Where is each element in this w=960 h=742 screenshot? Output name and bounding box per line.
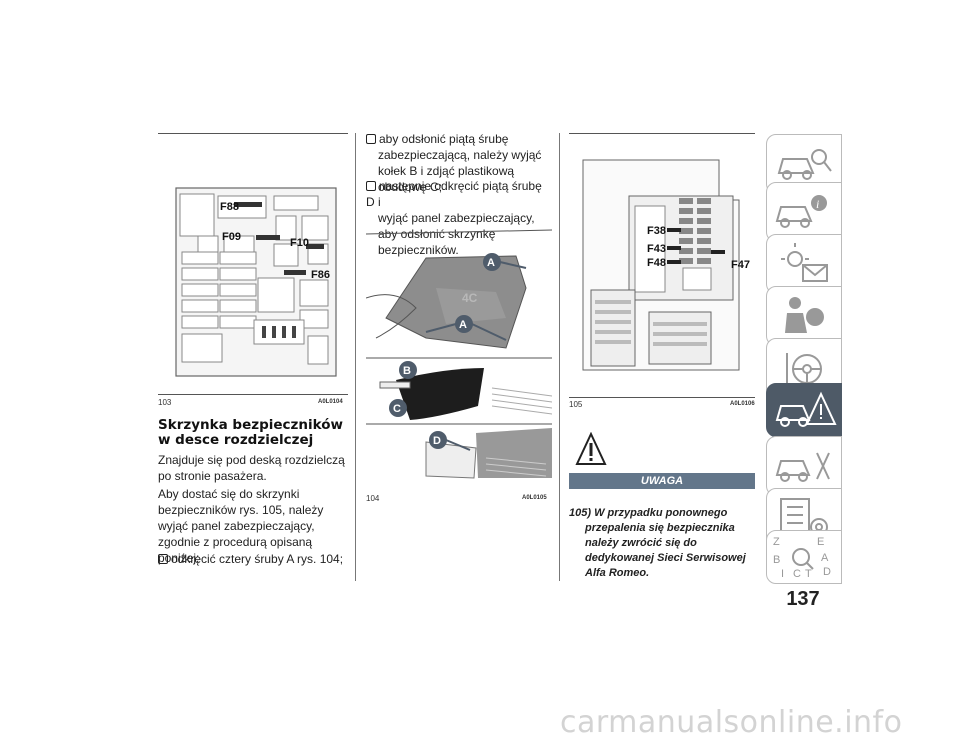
fig105-label-f38: F38 [647, 225, 666, 237]
tab-warning-light[interactable] [766, 234, 842, 294]
svg-text:Z: Z [773, 536, 780, 548]
fig105-code: A0L0106 [730, 401, 755, 407]
figure-103-fusebox: F88 F09 F10 F86 [175, 187, 337, 377]
svg-text:I: I [781, 568, 784, 580]
col-divider-2 [559, 133, 560, 581]
tab-list-settings[interactable] [766, 488, 842, 548]
checkbox-bullet-icon [366, 134, 376, 144]
svg-text:i: i [816, 197, 819, 211]
para-location: Znajduje się pod deską rozdzielczą po st… [158, 453, 345, 483]
car-search-icon [777, 149, 832, 180]
fig104-label-d: D [433, 435, 441, 447]
fig105-caption: 105 [569, 400, 583, 409]
warning-triangle-icon [575, 432, 607, 465]
fig103-code: A0L0104 [318, 399, 343, 405]
svg-text:C: C [793, 568, 801, 580]
fig104-label-a1: A [487, 257, 495, 269]
airbag-person-icon [785, 297, 824, 333]
fig103-label-f10: F10 [290, 237, 309, 249]
fig104-caption: 104 [366, 494, 380, 503]
bullet-unscrew-d: następnie odkręcić piątą śrubę D i wyjąć… [366, 179, 542, 257]
fig103-bottom-rule [158, 394, 348, 395]
tab-airbag-person[interactable] [766, 286, 842, 346]
warning-header: UWAGA [569, 473, 755, 489]
svg-text:D: D [823, 566, 831, 578]
fig104-code: A0L0105 [522, 495, 547, 501]
fig105-bottom-rule [569, 397, 755, 398]
col-divider-1 [355, 133, 356, 581]
fig103-caption: 103 [158, 398, 172, 407]
page-number: 137 [786, 588, 820, 610]
bullet-unscrew-a: odkręcić cztery śruby A rys. 104; [158, 551, 358, 567]
figure-105-fusebox: F38 F43 F48 F47 [582, 159, 750, 371]
tab-car-tools[interactable] [766, 436, 842, 496]
warning-light-icon [781, 243, 828, 282]
para-access: Aby dostać się do skrzynki bezpieczników… [158, 487, 324, 565]
fig105-label-f47: F47 [731, 259, 750, 271]
steering-wheel-icon [786, 353, 822, 384]
svg-text:4C: 4C [462, 291, 478, 305]
svg-text:T: T [805, 568, 812, 580]
svg-text:E: E [817, 536, 824, 548]
bullet-remove-b-c: aby odsłonić piątą śrubę zabezpieczającą… [366, 131, 552, 195]
car-info-icon: i [775, 195, 827, 228]
fig104-label-a2: A [459, 319, 467, 331]
svg-text:A: A [821, 552, 829, 564]
fig103-label-f09: F09 [222, 231, 241, 243]
col3-top-rule [569, 133, 755, 134]
svg-text:B: B [773, 554, 780, 566]
fig104-label-b: B [403, 365, 411, 377]
col1-top-rule [158, 133, 348, 134]
checkbox-bullet-icon [366, 181, 376, 191]
watermark: carmanualsonline.info [560, 705, 903, 740]
fig103-label-f86: F86 [311, 269, 330, 281]
tab-car-info[interactable]: i [766, 182, 842, 242]
fig105-label-f48: F48 [647, 257, 666, 269]
fig104-label-c: C [393, 403, 401, 415]
fig105-label-f43: F43 [647, 243, 666, 255]
tab-car-breakdown[interactable] [766, 383, 842, 437]
car-tools-icon [775, 452, 830, 482]
car-breakdown-icon [775, 391, 837, 427]
warning-text: 105) W przypadku ponownego przepalenia s… [569, 507, 746, 579]
checkbox-bullet-icon [158, 554, 168, 564]
figure-104-panel-removal: 4C A A B C D [366, 229, 552, 479]
fig103-label-f88: F88 [220, 201, 239, 213]
